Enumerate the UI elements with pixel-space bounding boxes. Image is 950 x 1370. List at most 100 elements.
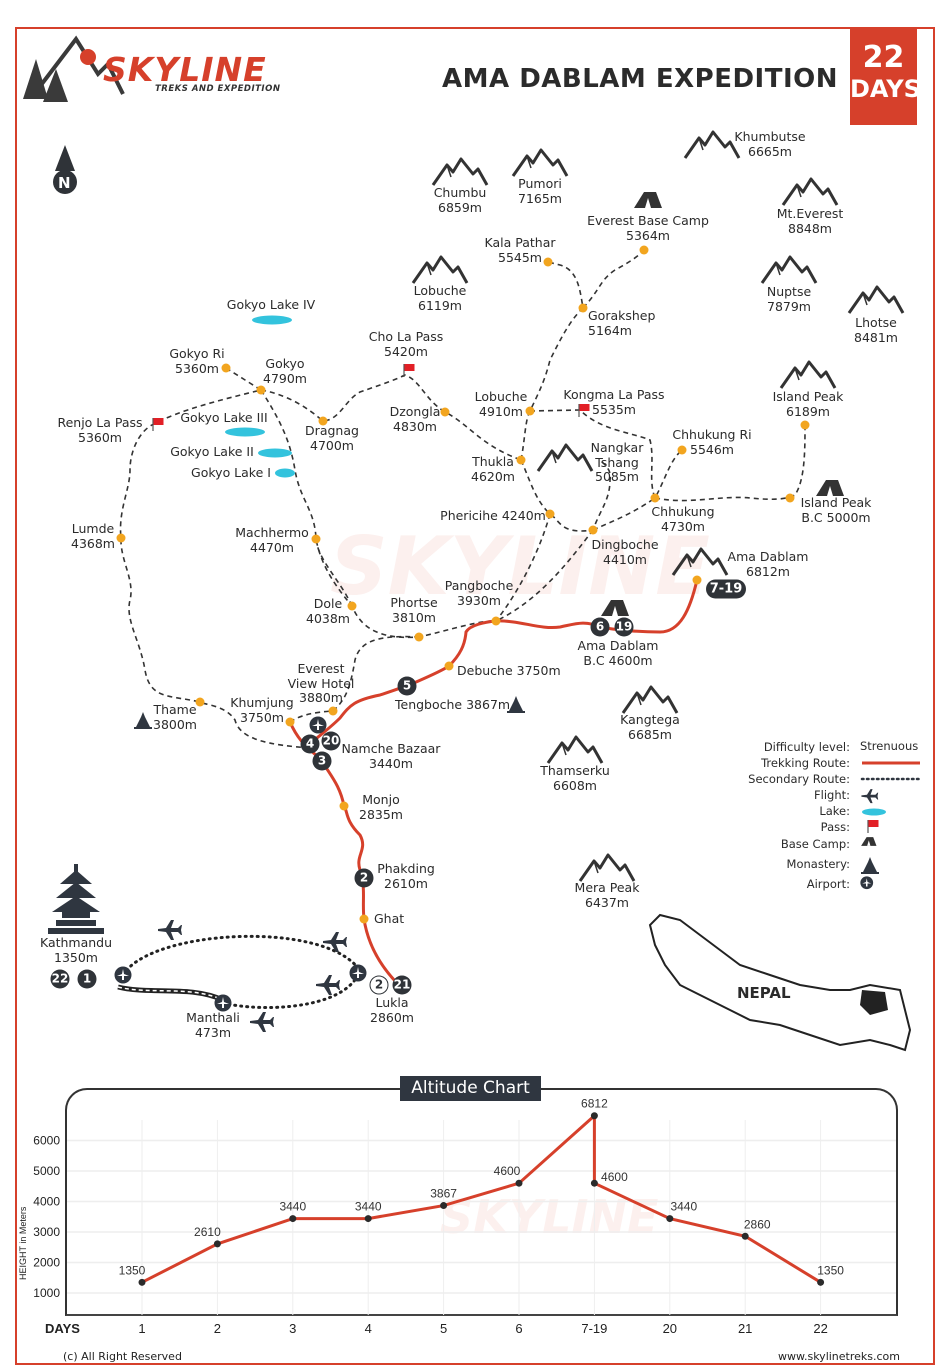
day-badge: 21 xyxy=(392,975,412,995)
peak-label-line: 6189m xyxy=(786,403,830,419)
place-label-line: Chhukung xyxy=(651,504,715,519)
flight-plane-icon xyxy=(314,972,342,998)
place-label-line: Phortse xyxy=(390,595,438,610)
stop-dot xyxy=(588,525,598,535)
north-arrow-icon xyxy=(53,145,77,194)
poster-frame xyxy=(15,27,935,1365)
place-label-line: 3800m xyxy=(153,716,197,732)
peak-label-line: 6812m xyxy=(745,563,790,579)
page-title: AMA DABLAM EXPEDITION xyxy=(442,64,838,94)
data-label: 4600 xyxy=(494,1164,521,1178)
place-label-line: 4730m xyxy=(660,518,705,534)
legend-monastery-icon xyxy=(860,856,880,880)
nepal-label: NEPAL xyxy=(737,984,791,1002)
base-camp-tent-icon xyxy=(814,478,846,498)
place-label-line: B.C 4600m xyxy=(583,652,653,668)
peak-label-line: Mt.Everest xyxy=(776,206,844,221)
place-label: Ghat xyxy=(374,911,405,927)
mountain-icon xyxy=(546,735,604,765)
place-label-line: Pangboche xyxy=(444,578,514,593)
brand-tagline: TREKS AND EXPEDITION xyxy=(155,84,281,94)
day-badge: 4 xyxy=(300,734,320,754)
copyright: (c) All Right Reserved xyxy=(63,1350,182,1363)
day-badge: 3 xyxy=(312,751,332,771)
place-label-line: Lumde xyxy=(71,521,115,536)
place-label-line: 5546m xyxy=(689,441,734,457)
x-axis-label: DAYS xyxy=(45,1321,80,1336)
logo-mountain-icon xyxy=(23,35,125,102)
legend-label: Airport: xyxy=(806,877,850,891)
peak-label-line: Pumori xyxy=(518,176,562,191)
base-camp-tent-icon xyxy=(599,598,631,618)
peak-label-line: 6608m xyxy=(552,777,597,793)
legend-plane-icon xyxy=(860,787,888,817)
place-label-line: 5545m xyxy=(497,249,542,265)
place-label-line: Phericihe 4240m xyxy=(440,508,546,523)
mountain-icon xyxy=(411,255,469,285)
legend-label: Difficulty level: xyxy=(763,740,850,754)
place-label: Debuche 3750m xyxy=(457,663,561,679)
place-label-line: 4830m xyxy=(392,418,437,434)
stop-dot xyxy=(328,706,338,716)
x-tick-label: 2 xyxy=(214,1321,221,1336)
legend-tent-icon xyxy=(860,836,892,860)
place-label-line: 4410m xyxy=(603,551,647,567)
y-tick-label: 3000 xyxy=(33,1225,60,1239)
x-tick-label: 6 xyxy=(515,1321,522,1336)
legend-label: Lake: xyxy=(819,804,850,818)
lake-icon xyxy=(258,448,292,458)
data-label: 2610 xyxy=(194,1225,221,1239)
peak-label-line: 7165m xyxy=(518,190,562,206)
place-label-line: 3930m xyxy=(457,592,501,608)
brand-name: SKYLINE xyxy=(103,50,267,89)
flight-plane-icon xyxy=(156,917,184,943)
y-tick-label: 6000 xyxy=(33,1134,60,1148)
data-label: 3440 xyxy=(279,1200,306,1214)
stop-dot xyxy=(440,407,450,417)
place-label-line: 4038m xyxy=(306,610,350,626)
place-label-line: 2610m xyxy=(384,875,428,891)
place-label-line: 3810m xyxy=(391,609,436,625)
stop-dot xyxy=(650,493,660,503)
data-label: 4600 xyxy=(601,1170,628,1184)
mountain-icon xyxy=(760,255,818,285)
data-label: 3867 xyxy=(430,1187,457,1201)
peak-label-line: 6859m xyxy=(437,199,482,215)
peak-label-line: 6665m xyxy=(748,143,792,159)
peak-label-line: 6685m xyxy=(628,726,672,742)
place-label: Phericihe 4240m xyxy=(440,508,546,524)
base-camp-tent-icon xyxy=(632,190,664,210)
data-label: 6812 xyxy=(581,1097,608,1111)
place-label-line: 1350m xyxy=(53,949,98,965)
stop-dot xyxy=(339,801,349,811)
legend-label: Secondary Route: xyxy=(748,772,850,786)
airport-icon xyxy=(309,716,327,734)
legend-red-line-icon xyxy=(860,755,922,775)
place-label-line: 5420m xyxy=(384,343,428,359)
place-label-line: 4470m xyxy=(249,539,294,555)
kathmandu-pagoda-icon xyxy=(46,864,106,936)
pass-flag-icon xyxy=(577,403,591,418)
flight-route-manthali-lukla xyxy=(221,973,360,1010)
place-label-line: Gokyo Lake IV xyxy=(226,297,316,312)
place-label-line: 4620m xyxy=(471,468,515,484)
place-label-line: Debuche 3750m xyxy=(457,663,561,678)
place-label-line: Lobuche xyxy=(474,389,528,404)
place-label-line: Ghat xyxy=(374,911,405,926)
place-label-line: Dragnag xyxy=(305,423,359,438)
stop-dot xyxy=(347,601,357,611)
